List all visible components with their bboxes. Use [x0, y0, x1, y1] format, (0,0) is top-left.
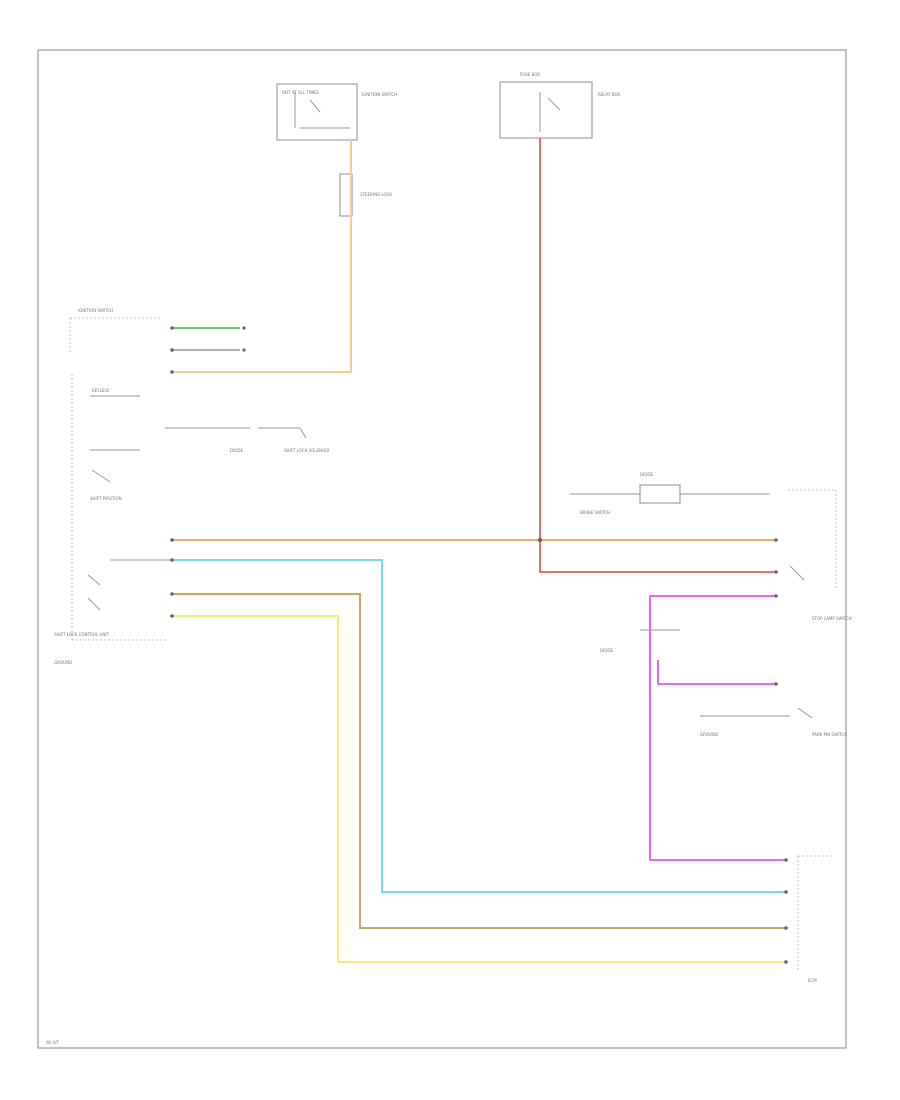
- keyless-label: KEYLESS: [92, 388, 110, 393]
- shift-lock-solenoid: DIODE SHIFT LOCK SOLENOID: [165, 427, 329, 453]
- brake-switch-area: DIODE BRAKE SWITCH: [570, 472, 837, 590]
- diode-right-label: DIODE: [640, 472, 653, 477]
- ecm-label: ECM: [808, 978, 817, 983]
- solenoid-label: SHIFT LOCK SOLENOID: [284, 448, 329, 453]
- park-pin-switch-label: PARK PIN SWITCH: [812, 732, 847, 737]
- keyless-unit: KEYLESS SHIFT POSITION SHIFT LOCK CONTRO…: [54, 374, 168, 665]
- stop-lamp-switch: STOP LAMP SWITCH DIODE: [600, 565, 852, 653]
- ecm-connector: ECM: [797, 855, 832, 983]
- wires: [172, 138, 786, 963]
- wire-peach: [174, 140, 352, 373]
- footer-label: W/ A/T: [46, 1040, 60, 1045]
- park-pin-switch: GROUND PARK PIN SWITCH: [700, 707, 847, 737]
- wire-tan: [172, 593, 786, 929]
- brake-switch-label: BRAKE SWITCH: [580, 510, 610, 515]
- ignition-key-light: IGNITION SWITCH: [69, 308, 160, 352]
- relay-box-label: RELAY BOX: [598, 92, 620, 97]
- diode-lower-label: DIODE: [600, 648, 613, 653]
- fuse-box: FUSE BOX RELAY BOX: [499, 72, 620, 139]
- connector-dots: [170, 326, 788, 964]
- diagram-frame: [37, 49, 847, 1049]
- ignition-switch: HOT AT ALL TIMES IGNITION SWITCH: [276, 83, 397, 141]
- wire-red: [539, 138, 776, 573]
- shift-switch-contacts: [87, 559, 170, 611]
- wire-cyan: [172, 559, 786, 893]
- diode-label: DIODE: [230, 448, 243, 453]
- ground-right-label: GROUND: [700, 732, 718, 737]
- shift-position-label: SHIFT POSITION: [90, 496, 122, 501]
- wire-yellow: [172, 615, 786, 963]
- ignition-switch-name: IGNITION SWITCH: [362, 92, 397, 97]
- stop-lamp-switch-label: STOP LAMP SWITCH: [812, 616, 852, 621]
- shift-lock-unit-label: SHIFT LOCK CONTROL UNIT: [54, 632, 109, 637]
- ignition-key-light-label: IGNITION SWITCH: [78, 308, 113, 313]
- footer-left-label: GROUND: [54, 660, 72, 665]
- fuse-box-label: FUSE BOX: [520, 72, 540, 77]
- wire-magenta: [649, 595, 786, 861]
- ignition-switch-label: HOT AT ALL TIMES: [282, 90, 319, 95]
- steering-lock-label: STEERING LOCK: [360, 192, 392, 197]
- inline-fuse: STEERING LOCK: [339, 173, 392, 217]
